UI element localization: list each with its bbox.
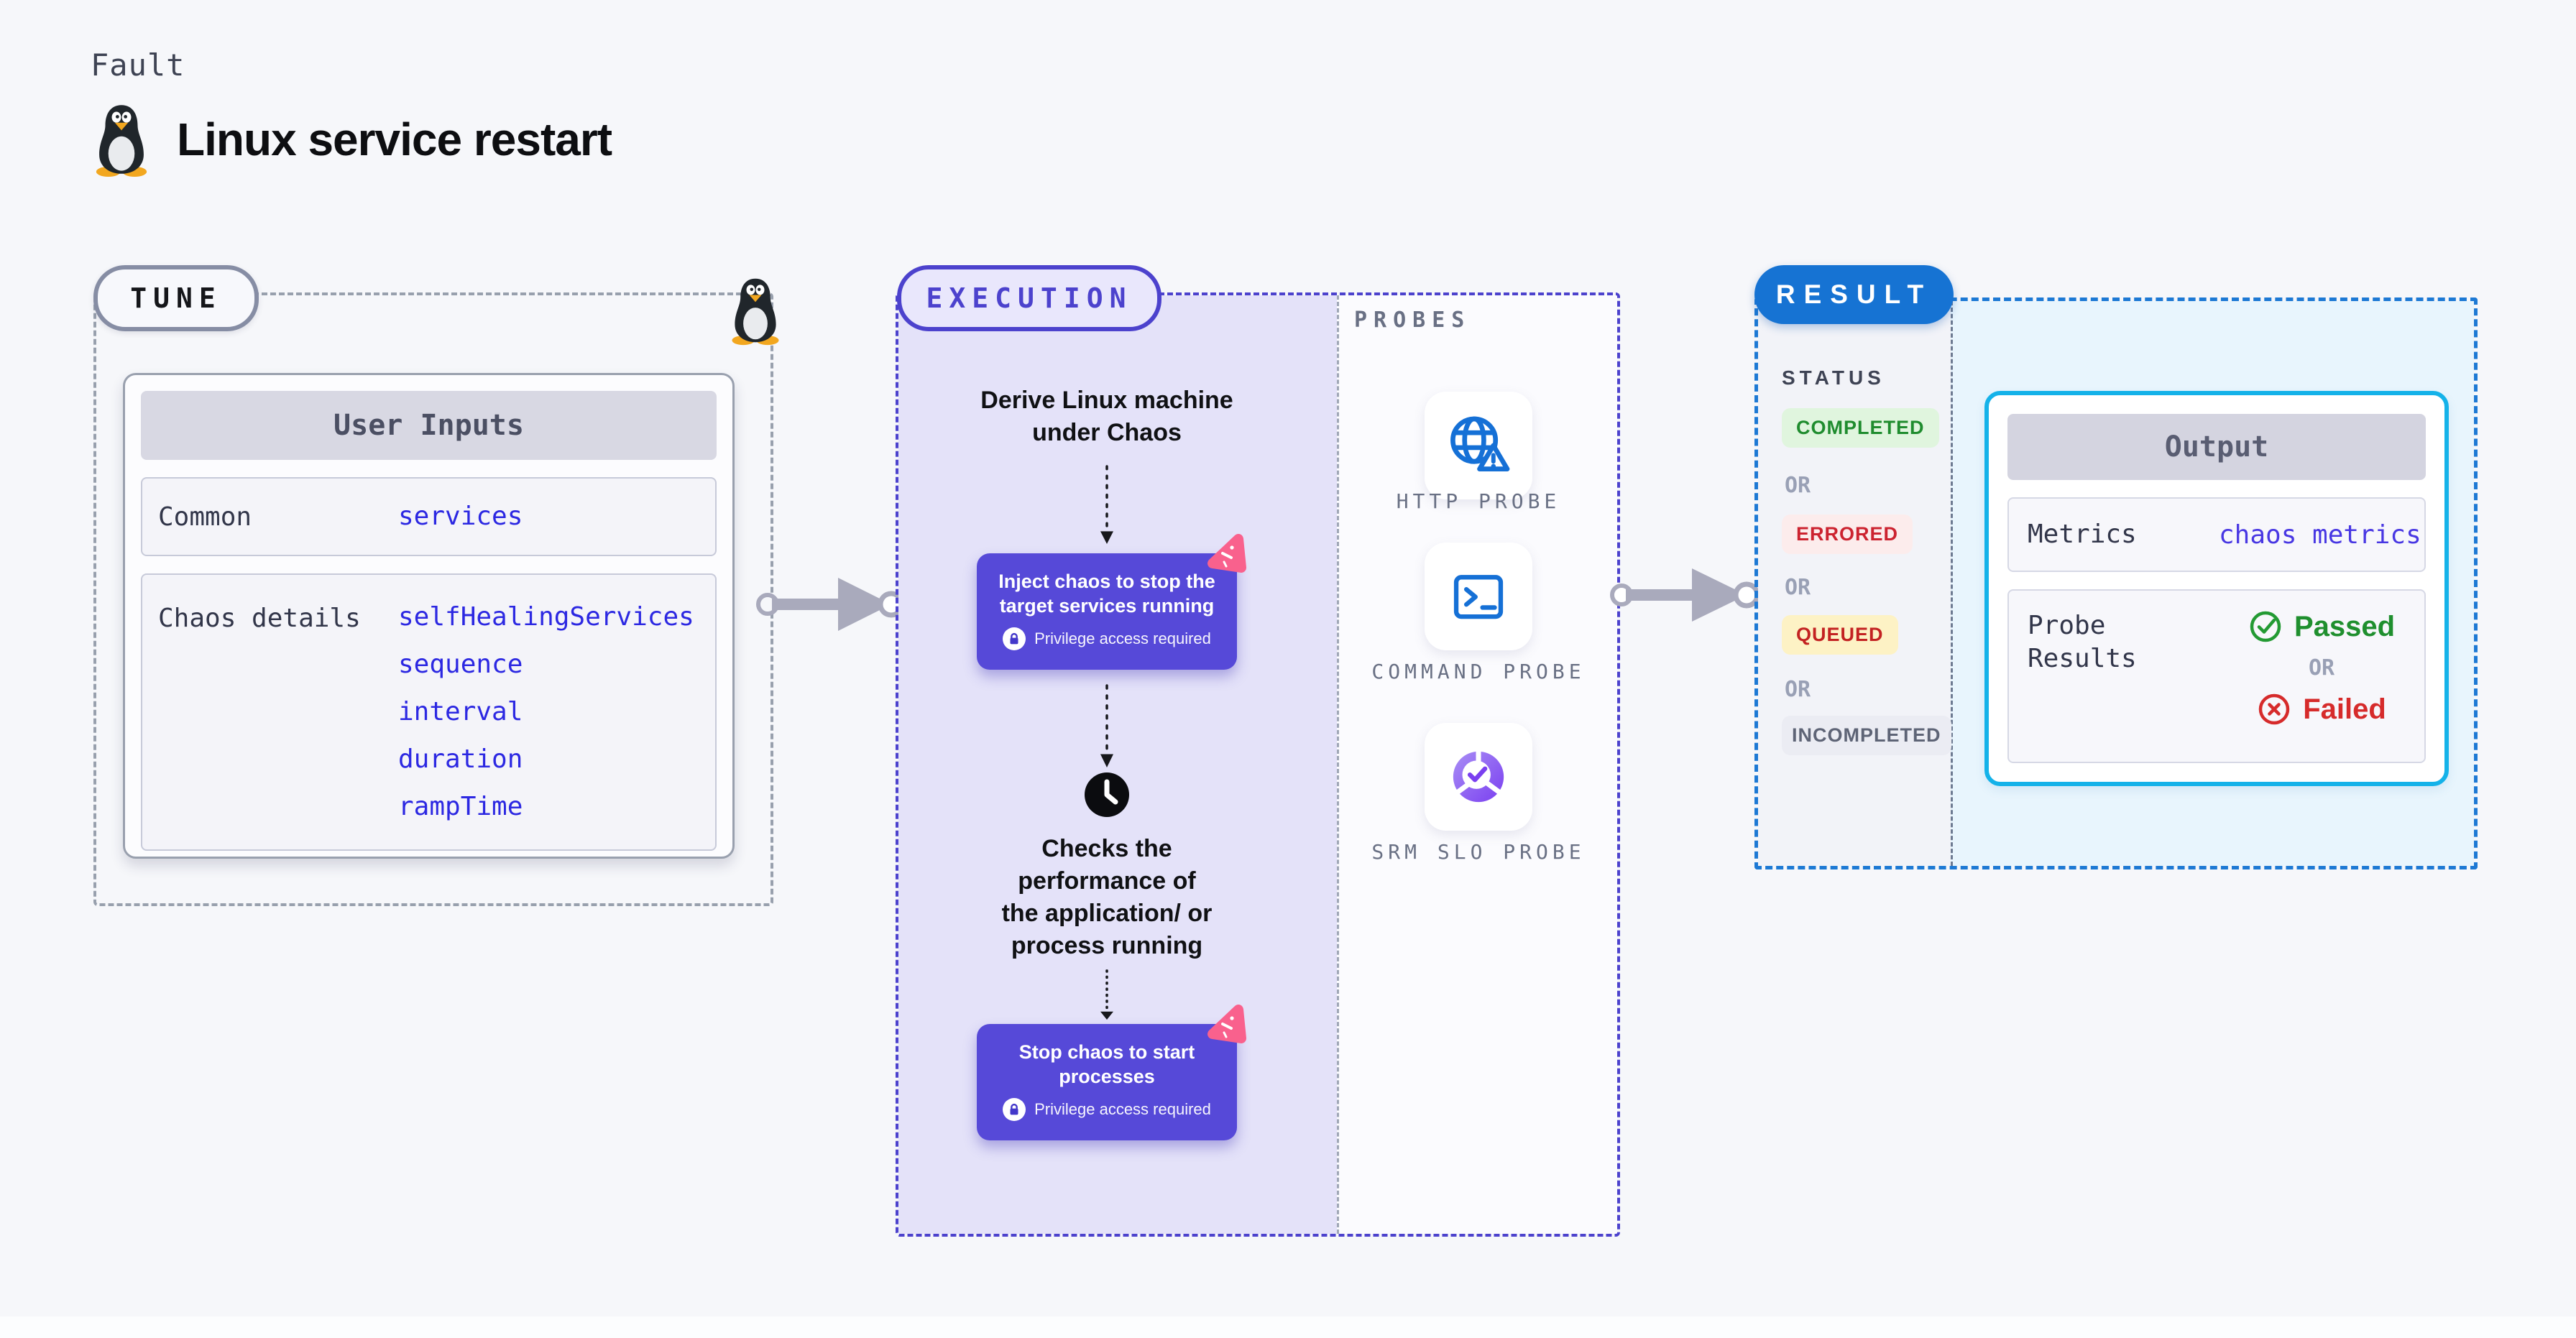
status-badge-incompleted: INCOMPLETED	[1782, 716, 1951, 755]
arrow-execution-to-result	[1610, 568, 1760, 622]
tux-linux-icon	[91, 102, 152, 177]
input-link-duration[interactable]: duration	[398, 744, 523, 774]
status-badge-completed: COMPLETED	[1782, 408, 1939, 448]
tux-small-icon	[727, 274, 783, 346]
terminal-icon	[1453, 575, 1504, 619]
failed-label: Failed	[2303, 693, 2386, 725]
http-probe-label: HTTP PROBE	[1396, 489, 1561, 513]
inject-chaos-node[interactable]: Inject chaos to stop the target services…	[977, 553, 1237, 670]
arrow-tune-to-execution	[756, 578, 905, 631]
user-inputs-card: User Inputs Common services Chaos detail…	[123, 373, 735, 859]
or-separator: OR	[1785, 473, 1811, 498]
input-link-services[interactable]: services	[398, 502, 523, 531]
command-probe-card[interactable]	[1425, 543, 1532, 650]
input-link-interval[interactable]: interval	[398, 697, 523, 726]
failed-line: Failed	[2257, 692, 2386, 726]
chaos-pink-icon	[1202, 533, 1248, 575]
execution-badge: EXECUTION	[897, 265, 1162, 331]
stop-chaos-node[interactable]: Stop chaos to start processes Privilege …	[977, 1024, 1237, 1140]
input-link-ramptime[interactable]: rampTime	[398, 792, 523, 821]
globe-alert-icon	[1450, 416, 1510, 471]
user-inputs-row-common: Common services	[141, 477, 717, 556]
lock-icon	[1003, 627, 1026, 650]
or-separator: OR	[1785, 677, 1811, 702]
srm-slo-probe-card[interactable]	[1425, 723, 1532, 831]
page-title: Linux service restart	[177, 114, 612, 165]
user-inputs-row-chaos-details: Chaos details selfHealingServices sequen…	[141, 573, 717, 851]
step-check-text: Checks the performance of the applicatio…	[1001, 835, 1213, 959]
slo-check-icon	[1453, 749, 1504, 803]
or-separator: OR	[1785, 575, 1811, 600]
down-dotted-arrow	[1098, 684, 1116, 767]
fault-kicker: Fault	[91, 47, 185, 83]
execution-flow: Derive Linux machine under Chaos Inject …	[896, 292, 1318, 1237]
step-derive-text: Derive Linux machine under Chaos	[980, 387, 1233, 446]
chaos-metrics-link[interactable]: chaos metrics	[2219, 520, 2421, 550]
input-link-sequence[interactable]: sequence	[398, 650, 523, 679]
chaos-pink-icon	[1202, 1004, 1248, 1046]
user-inputs-header: User Inputs	[141, 391, 717, 460]
passed-label: Passed	[2294, 610, 2396, 642]
bottom-strip	[0, 1316, 2576, 1338]
probes-label: PROBES	[1354, 308, 1471, 333]
down-dotted-arrow	[1098, 969, 1116, 1020]
status-column	[1758, 301, 1951, 866]
metrics-label: Metrics	[2028, 520, 2137, 549]
status-badge-errored: ERRORED	[1782, 515, 1913, 554]
output-card: Output Metrics chaos metrics Probe Resul…	[1984, 391, 2449, 786]
input-link-selfhealingservices[interactable]: selfHealingServices	[398, 602, 694, 632]
http-probe-card[interactable]	[1425, 392, 1532, 499]
probe-results-row: Probe Results Passed OR Fai	[2007, 589, 2426, 763]
clock-icon	[1083, 771, 1131, 822]
output-header: Output	[2007, 414, 2426, 480]
status-label: STATUS	[1782, 366, 1885, 389]
or-separator: OR	[2308, 655, 2335, 680]
result-badge: RESULT	[1754, 265, 1954, 324]
tune-badge: TUNE	[93, 265, 259, 331]
command-probe-label: COMMAND PROBE	[1371, 660, 1586, 683]
row-label: Chaos details	[158, 604, 361, 633]
lock-icon	[1003, 1098, 1026, 1121]
passed-line: Passed	[2248, 609, 2395, 644]
down-dotted-arrow	[1098, 465, 1116, 544]
x-circle-icon	[2258, 693, 2290, 725]
row-label: Common	[158, 502, 252, 532]
status-badge-queued: QUEUED	[1782, 615, 1898, 655]
srm-slo-probe-label: SRM SLO PROBE	[1371, 840, 1586, 864]
metrics-row: Metrics chaos metrics	[2007, 497, 2426, 572]
check-circle-icon	[2250, 611, 2281, 642]
probe-results-label: Probe Results	[2028, 611, 2137, 673]
